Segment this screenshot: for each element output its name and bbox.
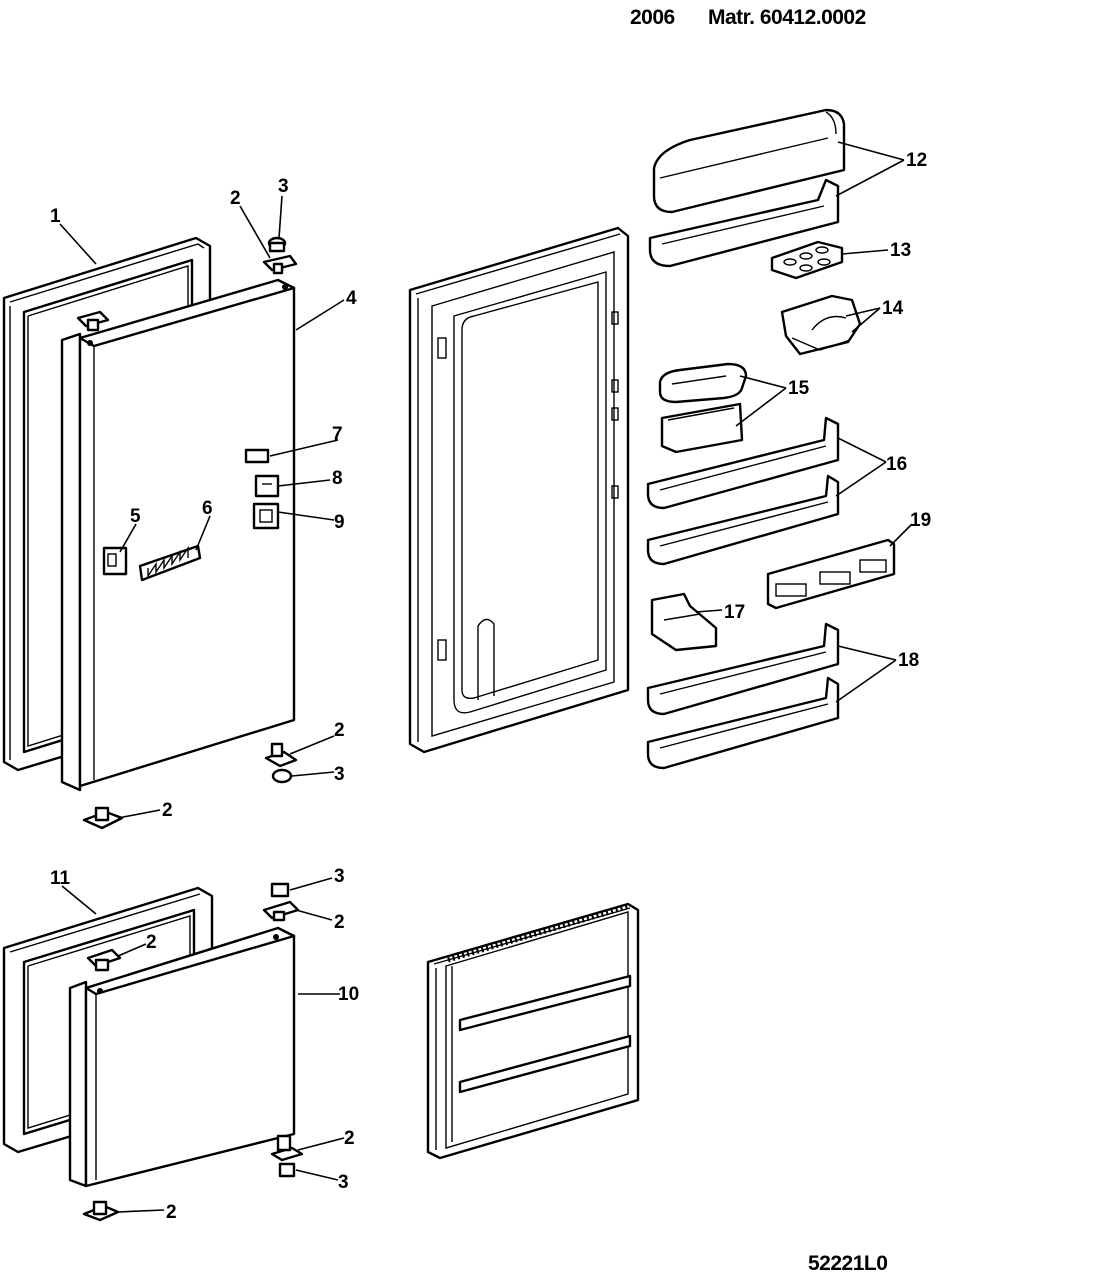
door-shelf-upper [646,416,840,510]
hinge-pin-top [262,254,298,275]
leader-lines [59,141,913,1213]
callout-13: 13 [890,240,911,261]
callout-3: 3 [338,1172,349,1193]
butter-dish [660,402,744,454]
can-holder [650,592,718,652]
hinge-foot-fridge [82,806,124,830]
callout-14: 14 [882,298,904,319]
callout-15: 15 [788,378,810,399]
callout-9: 9 [334,512,345,533]
callout-8: 8 [332,468,343,489]
callout-7: 7 [332,424,343,445]
callout-18: 18 [898,650,919,671]
header-matricola: Matr. 60412.0002 [708,6,866,29]
callout-3: 3 [334,866,345,887]
door-shelf-middle [646,474,840,566]
hinge-bush-top [267,236,287,253]
callout-11: 11 [50,868,71,889]
bottle-retainer [766,538,896,610]
callout-17: 17 [724,602,745,623]
thermostat-knob-cap [244,448,270,464]
door-shelf-lower [646,622,840,716]
callout-2: 2 [146,932,157,953]
callout-6: 6 [202,498,213,519]
hinge-pin-freezer-bottom [270,1134,304,1162]
callout-1: 1 [50,206,61,227]
hinge-pin-freezer-top [262,900,300,922]
hinge-pin-freezer-gasket [86,948,122,972]
hinge-bush-freezer-bottom [278,1162,296,1178]
dairy-compartment-tray [648,178,840,268]
callout-12: 12 [906,150,927,171]
callout-2: 2 [166,1202,177,1223]
callout-3: 3 [334,764,345,785]
thermostat-housing [252,502,280,530]
egg-tray [770,240,844,280]
callout-4: 4 [346,288,357,309]
fridge-door-liner [408,226,630,754]
hinge-bush-bottom [271,768,293,784]
dairy-compartment-lid [652,108,846,214]
fridge-door-panel [60,278,296,792]
handle-bracket [102,546,128,576]
callout-19: 19 [910,510,931,531]
callout-2: 2 [334,912,345,933]
callout-10: 10 [338,984,359,1005]
callout-16: 16 [886,454,907,475]
hinge-pin-bottom [264,742,298,768]
butter-dish-lid [658,362,748,404]
callout-2: 2 [334,720,345,741]
hinge-bush-freezer-top [270,882,290,898]
callout-5: 5 [130,506,141,527]
hinge-foot-freezer [82,1200,120,1222]
footer-drawing-code: 52221L0 [808,1252,888,1275]
callout-labels: 1 2 3 4 7 8 9 5 6 2 3 2 11 3 2 2 10 2 3 … [50,150,931,1223]
freezer-door-panel [68,926,296,1188]
header-year: 2006 [630,6,675,29]
callout-2: 2 [230,188,241,209]
handle-strip [138,544,202,582]
thermostat-knob [254,474,280,498]
door-shelf-bottom [646,676,840,770]
freezer-door-liner [426,902,640,1160]
hinge-pin-gasket [76,310,110,332]
callout-2: 2 [162,800,173,821]
callout-2: 2 [344,1128,355,1149]
callout-3: 3 [278,176,289,197]
bottle-holder [780,294,862,356]
